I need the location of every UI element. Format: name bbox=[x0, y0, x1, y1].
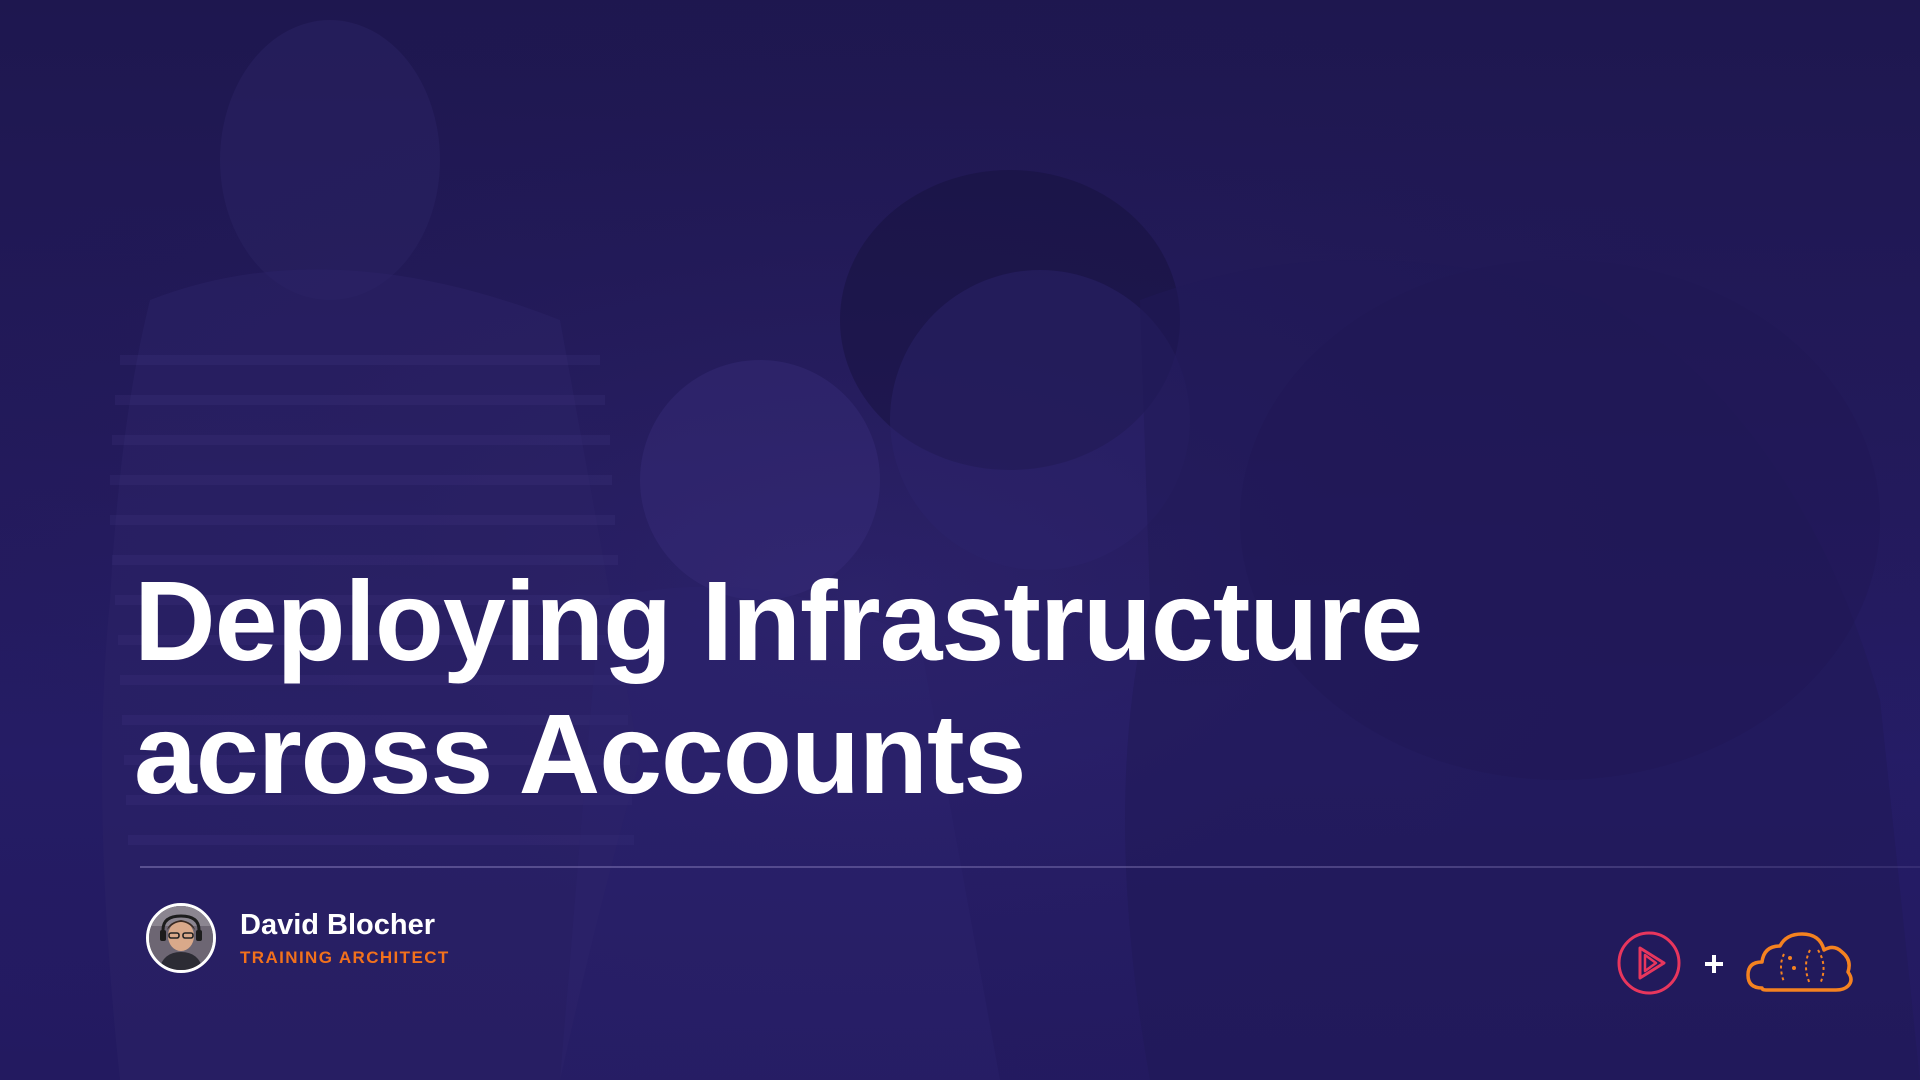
slide-title: Deploying Infrastructure across Accounts bbox=[134, 555, 1423, 821]
brand-logos bbox=[1616, 928, 1856, 1002]
slide-title-line-1: Deploying Infrastructure bbox=[134, 558, 1423, 684]
divider-line bbox=[140, 866, 1920, 868]
presenter-role: TRAINING ARCHITECT bbox=[240, 948, 450, 967]
avatar bbox=[146, 903, 216, 973]
presenter-name: David Blocher bbox=[240, 909, 435, 941]
slide-title-line-2: across Accounts bbox=[134, 691, 1026, 817]
presenter-info: David Blocher TRAINING ARCHITECT bbox=[146, 903, 450, 973]
presenter-text: David Blocher TRAINING ARCHITECT bbox=[240, 908, 450, 968]
a-cloud-guru-cloud-icon bbox=[1746, 932, 1853, 992]
plus-joiner-icon bbox=[1705, 955, 1723, 973]
pluralsight-play-icon bbox=[1617, 931, 1681, 995]
avatar-portrait-icon bbox=[149, 906, 213, 970]
